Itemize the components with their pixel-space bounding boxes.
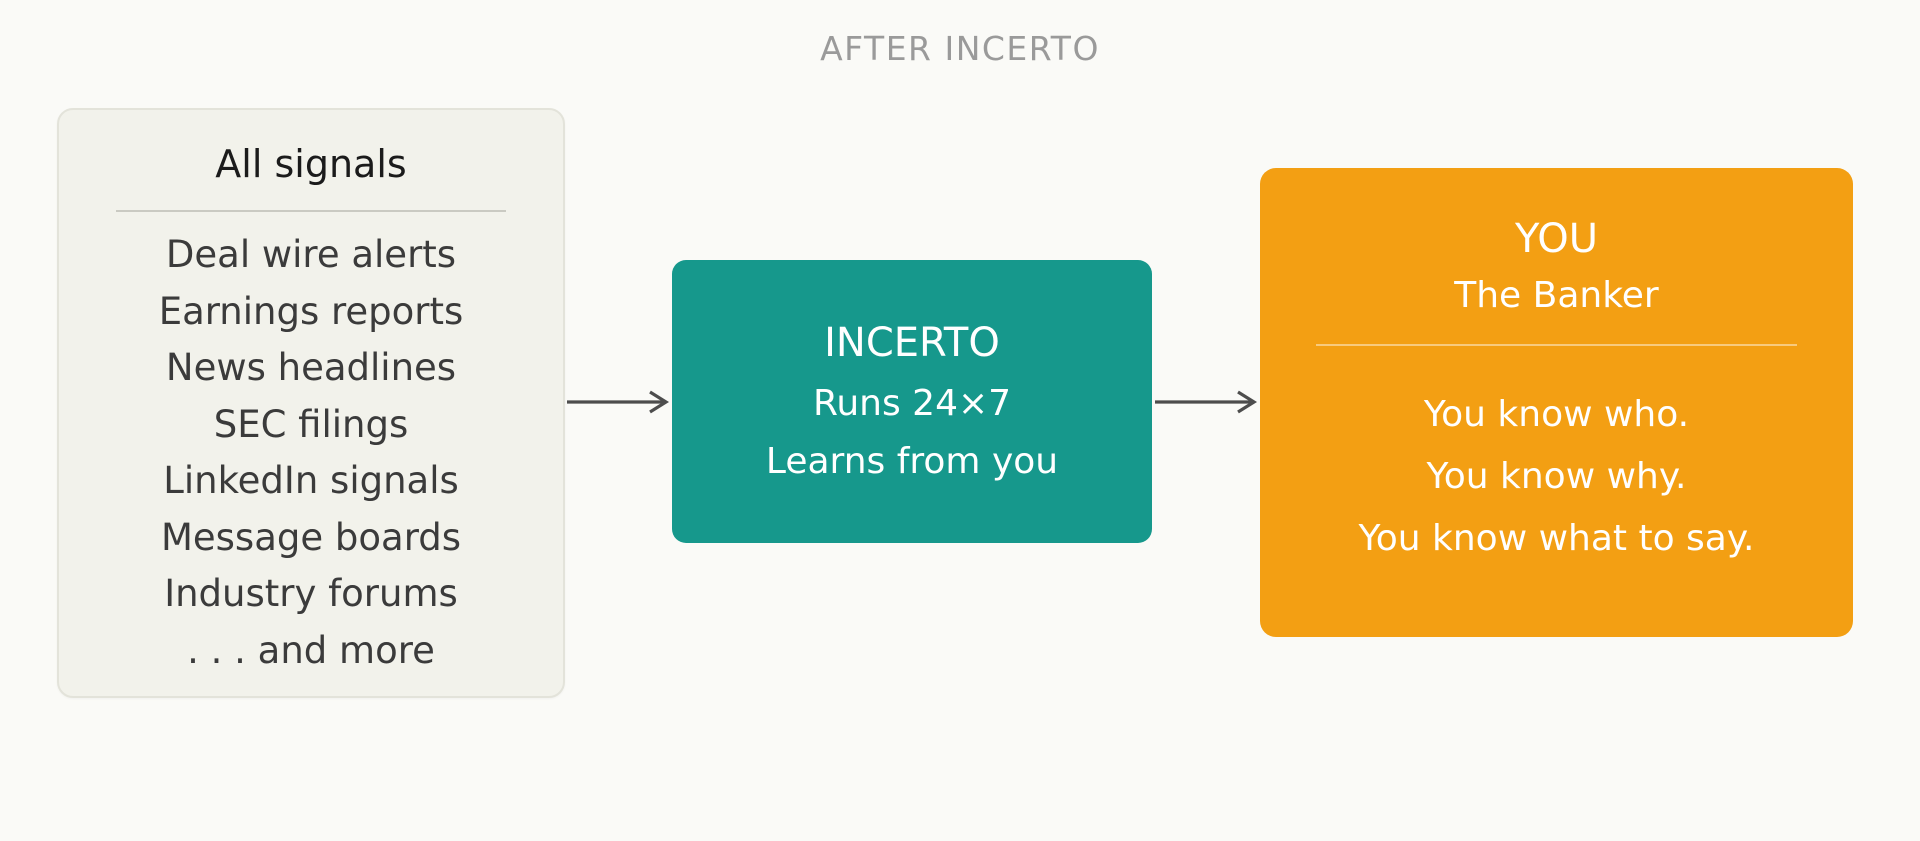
you-box-title: YOU <box>1514 216 1598 262</box>
you-box: YOU The Banker You know who. You know wh… <box>1260 168 1853 637</box>
incerto-box-line: Runs 24×7 <box>812 383 1012 424</box>
signal-item: Deal wire alerts <box>165 233 457 276</box>
you-box-divider <box>1316 344 1797 346</box>
you-box-line: You know what to say. <box>1358 518 1755 559</box>
left-arrow-icon <box>567 390 670 414</box>
right-arrow-icon <box>1155 390 1258 414</box>
incerto-box-line: Learns from you <box>765 441 1059 482</box>
you-box-subtitle: The Banker <box>1454 275 1659 316</box>
incerto-box: INCERTO Runs 24×7 Learns from you <box>672 260 1152 543</box>
signals-divider <box>116 210 506 212</box>
incerto-box-title: INCERTO <box>824 320 1000 366</box>
signal-item: SEC filings <box>213 402 409 446</box>
signal-item: News headlines <box>165 346 457 389</box>
signal-item: Message boards <box>160 515 462 559</box>
signal-item: LinkedIn signals <box>163 459 459 502</box>
you-box-line: You know why. <box>1426 456 1687 497</box>
signal-item: Industry forums <box>164 572 458 615</box>
signal-item: . . . and more <box>187 628 435 672</box>
signals-panel-title: All signals <box>215 142 407 186</box>
signals-list: Deal wire alerts Earnings reports News h… <box>59 227 563 679</box>
signal-item: Earnings reports <box>158 289 464 333</box>
you-box-line: You know who. <box>1423 394 1690 435</box>
diagram-title: AFTER INCERTO <box>820 29 1100 68</box>
signals-panel: All signals Deal wire alerts Earnings re… <box>57 108 565 698</box>
